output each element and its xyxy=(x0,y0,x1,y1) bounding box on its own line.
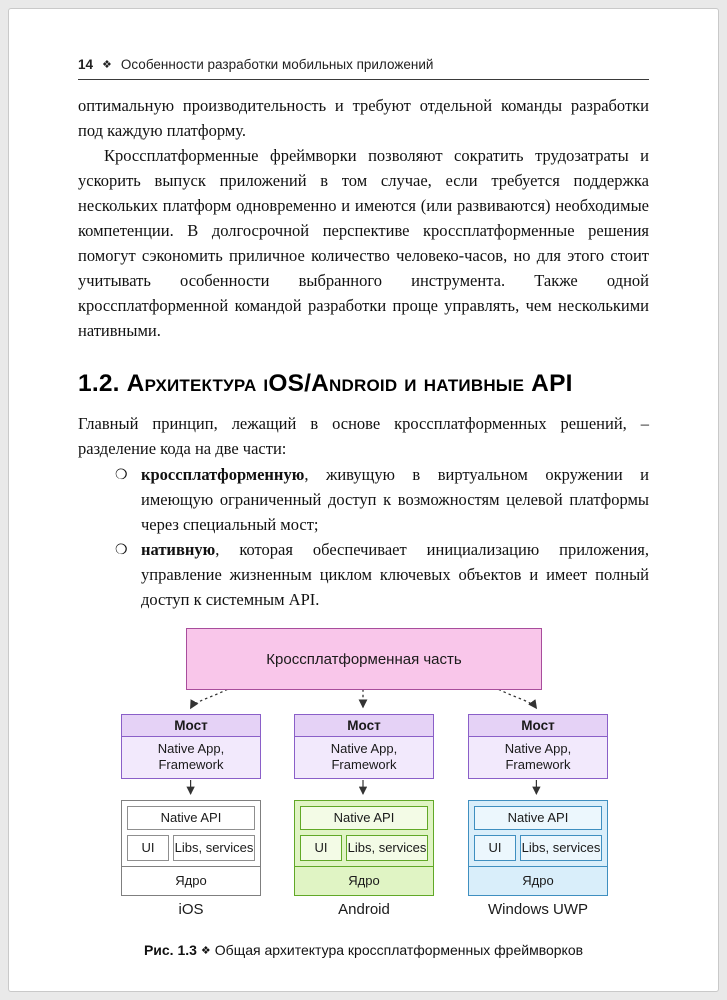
bridge-body: Native App, Framework xyxy=(330,741,398,772)
platform-label: Android xyxy=(338,901,390,918)
page-content: 14 ❖ Особенности разработки мобильных пр… xyxy=(9,9,718,958)
figure-caption-label: Рис. 1.3 xyxy=(143,942,197,958)
stack-inner: Native API UI Libs, services xyxy=(295,801,433,866)
native-api-box: Native API xyxy=(474,806,602,830)
core-box: Ядро xyxy=(469,866,607,895)
body-text: оптимальную производительность и требуют… xyxy=(78,93,649,343)
column-android: Мост Native App, Framework Native API UI… xyxy=(294,628,434,930)
bridge-box: Мост Native App, Framework xyxy=(294,714,434,779)
stack-inner: Native API UI Libs, services xyxy=(122,801,260,866)
figure-caption: Рис. 1.3❖Общая архитектура кроссплатформ… xyxy=(78,942,649,958)
section-intro: Главный принцип, лежащий в основе кроссп… xyxy=(78,414,649,458)
page-number: 14 xyxy=(78,57,94,72)
paragraph: оптимальную производительность и требуют… xyxy=(78,96,649,140)
paragraph: Кроссплатформенные фреймворки позволяют … xyxy=(78,146,649,340)
platform-stack-box: Native API UI Libs, services Ядро xyxy=(468,800,608,896)
bullet-text: , живущую в виртуальном окружении и имею… xyxy=(141,465,649,534)
crossplatform-part-box: Кроссплатформенная часть xyxy=(186,628,542,690)
stack-inner: Native API UI Libs, services xyxy=(469,801,607,866)
platform-label: Windows UWP xyxy=(487,901,588,918)
column-ios: Мост Native App, Framework Native API UI… xyxy=(121,628,261,930)
ui-row: UI Libs, services xyxy=(300,835,428,861)
platform-label: iOS xyxy=(178,901,204,918)
libs-services-box: Libs, services xyxy=(173,835,255,861)
native-api-box: Native API xyxy=(127,806,255,830)
platform-stack-box: Native API UI Libs, services Ядро xyxy=(294,800,434,896)
libs-services-box: Libs, services xyxy=(346,835,428,861)
ui-box: UI xyxy=(474,835,516,861)
bullet-circle-icon: ❍ xyxy=(115,541,128,557)
bridge-box: Мост Native App, Framework xyxy=(468,714,608,779)
architecture-diagram: Кроссплатформенная часть Мост Native App… xyxy=(78,628,649,930)
ui-box: UI xyxy=(127,835,169,861)
bullet-lead: нативную xyxy=(141,540,216,559)
bridge-body: Native App, Framework xyxy=(157,741,225,772)
diamond-icon: ❖ xyxy=(102,59,112,71)
ui-row: UI Libs, services xyxy=(474,835,602,861)
book-page: 14 ❖ Особенности разработки мобильных пр… xyxy=(8,8,719,992)
bullet-circle-icon: ❍ xyxy=(115,466,128,482)
bridge-title: Мост xyxy=(469,715,607,737)
running-header-title: Особенности разработки мобильных приложе… xyxy=(120,57,434,72)
bridge-title: Мост xyxy=(295,715,433,737)
running-header: 14 ❖ Особенности разработки мобильных пр… xyxy=(78,57,649,80)
column-windows-uwp: Мост Native App, Framework Native API UI… xyxy=(468,628,608,930)
bullet-text: , которая обеспечивает инициализацию при… xyxy=(141,540,649,609)
section-heading: 1.2. Архитектура iOS/Android и нативные … xyxy=(78,370,573,397)
ui-row: UI Libs, services xyxy=(127,835,255,861)
ui-box: UI xyxy=(300,835,342,861)
list-item: ❍ кроссплатформенную, живущую в виртуальн… xyxy=(78,462,649,537)
connector-arrows xyxy=(186,688,541,795)
bullet-lead: кроссплатформенную xyxy=(141,465,305,484)
list-item: ❍ нативную, которая обеспечивает инициали… xyxy=(78,537,649,612)
bridge-box: Мост Native App, Framework xyxy=(121,714,261,779)
core-box: Ядро xyxy=(295,866,433,895)
native-api-box: Native API xyxy=(300,806,428,830)
platform-stack-box: Native API UI Libs, services Ядро xyxy=(121,800,261,896)
diamond-icon: ❖ xyxy=(200,945,211,957)
bullet-list: ❍ кроссплатформенную, живущую в виртуальн… xyxy=(78,462,649,612)
bridge-title: Мост xyxy=(122,715,260,737)
core-box: Ядро xyxy=(122,866,260,895)
bridge-body: Native App, Framework xyxy=(504,741,572,772)
libs-services-box: Libs, services xyxy=(520,835,602,861)
figure-caption-text: Общая архитектура кроссплатформенных фре… xyxy=(214,942,584,958)
